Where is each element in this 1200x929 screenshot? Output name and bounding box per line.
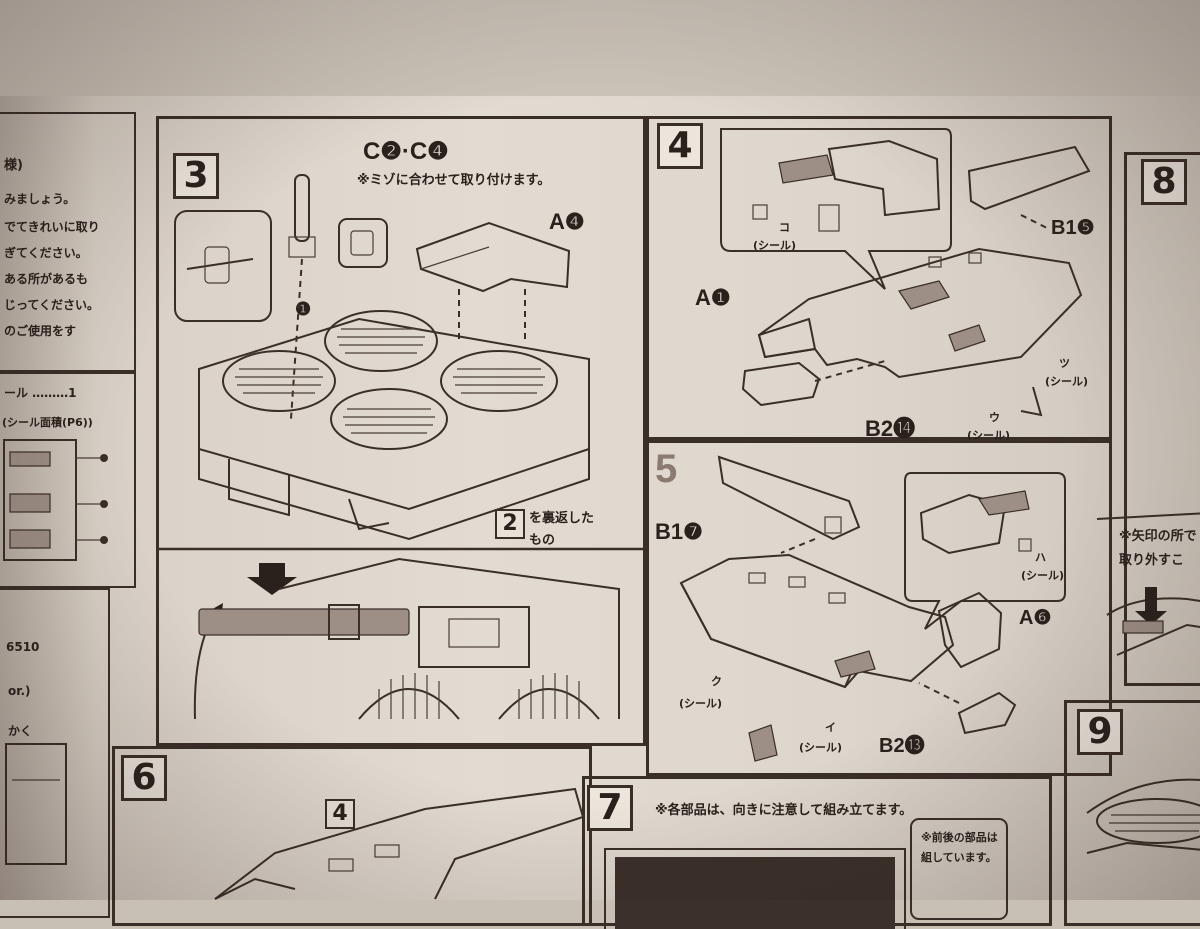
step-5-seal-word3: (シール): [1021, 569, 1065, 582]
seal-label: ール ………1: [4, 386, 77, 400]
step-4-part-b1: B1❺: [1051, 217, 1095, 239]
step-5-part-b1: B1❼: [655, 519, 703, 544]
step-4-assembly-diagram: [720, 128, 1091, 417]
step-4-panel: 4 A❶ B1❺ B2⓮ コ (シール) ツ (シール) ウ (シール): [646, 116, 1112, 442]
step-3-number: 3: [173, 153, 219, 199]
seal-sub: (シール面積(P6)): [2, 416, 93, 429]
left-code: 6510: [6, 640, 40, 654]
step-7-panel: 7 ※各部品は、向きに注意して組み立てます。 ※前後の部品は 組しています。: [582, 776, 1052, 929]
step-5-part-a: A❻: [1019, 607, 1052, 629]
step-8-assembly-diagram: [1096, 512, 1200, 656]
left-frag-or: or.): [8, 684, 31, 698]
step-3-assembly-diagram: [159, 174, 649, 720]
step-5-seal-ha: ハ: [1035, 551, 1046, 564]
step-5-seal-word2: (シール): [799, 741, 843, 754]
step-4-seal-word3: (シール): [967, 429, 1011, 442]
step-7-sub-note: ※前後の部品は: [921, 831, 998, 844]
step-4-seal-word2: (シール): [1045, 375, 1089, 388]
left-text-3: ぎてください。: [4, 246, 88, 260]
left-text-6: のご使用をす: [4, 324, 77, 338]
step-4-seal-tsu: ツ: [1059, 357, 1070, 370]
step-9-panel: 9: [1064, 700, 1200, 926]
step-3-part-c: C❷·C❹: [363, 138, 449, 165]
step-6-number: 6: [121, 755, 167, 801]
step-9-assembly-diagram: [1086, 778, 1200, 854]
step-8-number: 8: [1141, 159, 1187, 205]
step-7-note: ※各部品は、向きに注意して組み立てます。: [655, 803, 913, 818]
left-text-0: 様): [4, 158, 23, 173]
instruction-sheet: 様) みましょう。 でてきれいに取り ぎてください。 ある所があるも じってくだ…: [0, 96, 1200, 929]
step-7-sub-note2: 組しています。: [921, 851, 997, 864]
step-5-seal-i: イ: [825, 721, 836, 734]
left-text-1: みましょう。: [4, 192, 76, 206]
left-seal-panel: ール ………1 (シール面積(P6)): [0, 372, 136, 588]
step-3-ref-box: 2: [495, 509, 525, 539]
step-7-number: 7: [587, 785, 633, 831]
step-5-seal-word: (シール): [679, 697, 723, 710]
step-3-part-a: A❹: [549, 209, 585, 234]
step-8-note: ※矢印の所で: [1119, 529, 1197, 544]
step-3-note: ※ミゾに合わせて取り付けます。: [357, 173, 551, 188]
left-text-2: でてきれいに取り: [4, 220, 100, 234]
left-text-4: ある所があるも: [4, 272, 89, 286]
step-5-panel: 5 B1❼ A❻ B2⓭ ク (シール) イ (シール) ハ (シール): [646, 440, 1112, 776]
step-6-panel: 6 4: [112, 746, 592, 926]
step-5-assembly-diagram: [679, 455, 1066, 762]
step-4-number: 4: [657, 123, 703, 169]
step-3-ref-text2: もの: [529, 533, 556, 548]
step-6-ref-box: 4: [325, 799, 355, 829]
left-frag-kaku: かく: [8, 724, 33, 738]
seal-sheet-diagram: [3, 439, 108, 561]
step-4-part-b2: B2⓮: [865, 416, 916, 441]
step-5-number: 5: [655, 447, 678, 491]
step-3-panel: 3 C❷·C❹ ※ミゾに合わせて取り付けます。 A❹ ❶ 2 を裏返した もの: [156, 116, 649, 746]
step-5-part-b2: B2⓭: [879, 735, 925, 757]
left-bottom-panel: 6510 or.) かく: [0, 588, 110, 918]
step-3-ref-text: を裏返した: [529, 511, 595, 526]
step-8-panel: 8 ※矢印の所で 取り外すこ: [1096, 152, 1200, 686]
step-4-seal-u: ウ: [989, 411, 1000, 424]
left-page-panel: 様) みましょう。 でてきれいに取り ぎてください。 ある所があるも じってくだ…: [0, 112, 136, 372]
step-4-seal-ko: コ: [779, 221, 790, 234]
left-part-outline: [5, 743, 67, 865]
step-7-inset: [604, 818, 1008, 929]
step-9-number: 9: [1077, 709, 1123, 755]
step-6-assembly-diagram: [214, 787, 585, 900]
left-text-5: じってください。: [4, 298, 100, 312]
step-8-note2: 取り外すこ: [1119, 553, 1185, 568]
step-4-seal-word: (シール): [753, 239, 797, 252]
step-4-part-a: A❶: [695, 285, 731, 310]
step-5-seal-ku: ク: [711, 675, 722, 688]
